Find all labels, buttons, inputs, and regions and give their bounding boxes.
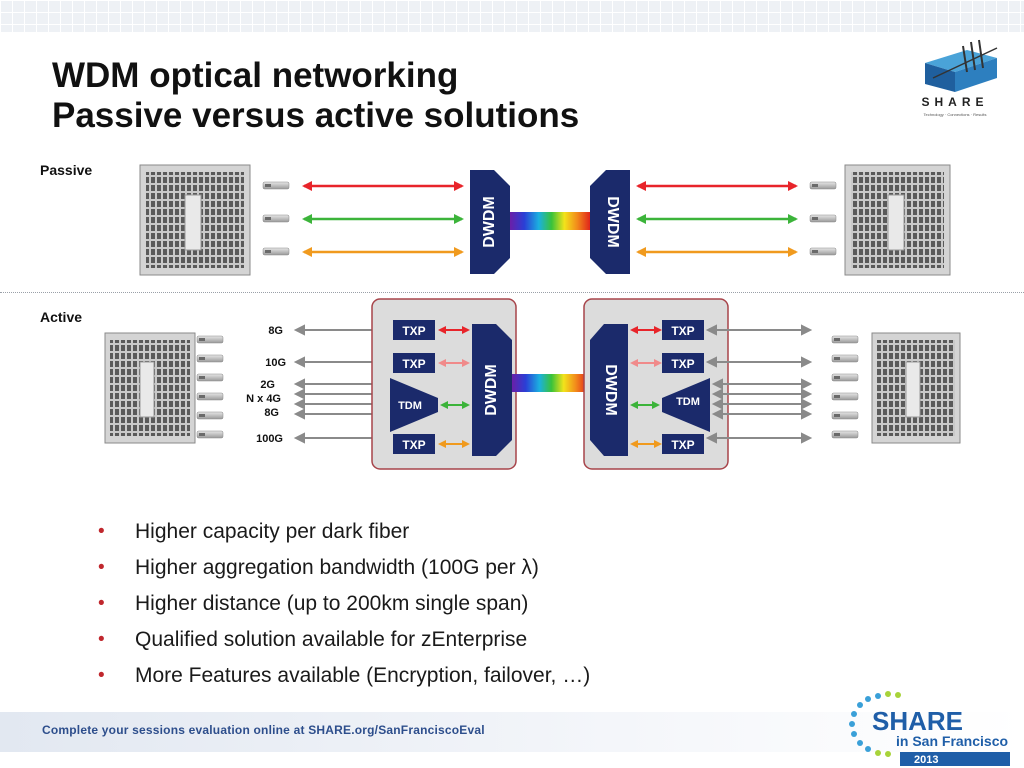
passive-label: Passive (40, 162, 93, 178)
rate-label-10g: 10G (265, 357, 286, 369)
rate-label-8g-b: 8G (264, 407, 279, 419)
bullet-icon: • (98, 629, 105, 650)
bullet-icon: • (98, 593, 105, 614)
passive-right-sfp-3 (809, 247, 837, 256)
active-right-sfp-6 (831, 430, 859, 439)
slide-title: WDM optical networking Passive versus ac… (52, 56, 579, 136)
passive-left-links (302, 181, 464, 257)
passive-right-links (636, 181, 798, 257)
passive-dwdm-left: DWDM (470, 170, 510, 274)
share-logo-top: SHARE Technology · Connections · Results (921, 39, 998, 117)
active-right-client-links (705, 324, 813, 444)
active-right-sfp-4 (831, 392, 859, 401)
left-txp-1-label: TXP (402, 324, 425, 338)
passive-left-sfp-2 (262, 214, 290, 223)
bullet-icon: • (98, 557, 105, 578)
share-sf-logo: SHARE in San Francisco 2013 (849, 691, 1010, 766)
left-txp-3-label: TXP (402, 438, 425, 452)
active-right-transponder-panel: DWDM TXP TXP TDM TXP (583, 298, 729, 470)
dots-ring-icon (849, 691, 901, 757)
section-divider (0, 292, 1024, 293)
active-right-sfp-5 (831, 411, 859, 420)
rate-label-8g: 8G (268, 325, 283, 337)
passive-left-switch (139, 164, 251, 276)
active-left-sfp-4 (196, 392, 224, 401)
rate-label-2g: 2G (260, 379, 275, 391)
share-sf-logo-year: 2013 (914, 754, 938, 766)
share-logo-tagline: Technology · Connections · Results (924, 112, 987, 117)
active-right-sfp-3 (831, 373, 859, 382)
passive-dwdm-left-label: DWDM (481, 196, 498, 248)
rate-label-100g: 100G (256, 433, 283, 445)
right-txp-3-label: TXP (671, 438, 694, 452)
active-label: Active (40, 309, 83, 325)
list-item: •Higher aggregation bandwidth (100G per … (98, 550, 590, 586)
title-line-2: Passive versus active solutions (52, 96, 580, 135)
passive-left-sfp-1 (262, 181, 290, 190)
active-fiber (512, 374, 588, 392)
active-right-switch (871, 332, 961, 444)
active-dwdm-left-label: DWDM (483, 364, 500, 416)
active-left-sfp-3 (196, 373, 224, 382)
active-left-sfp-6 (196, 430, 224, 439)
rate-labels: 8G 10G 2G N x 4G 8G 100G (246, 325, 286, 445)
right-txp-1-label: TXP (671, 324, 694, 338)
active-dwdm-right-label: DWDM (602, 364, 619, 416)
active-left-sfp-1 (196, 335, 224, 344)
passive-right-switch (844, 164, 951, 276)
list-item: •More Features available (Encryption, fa… (98, 658, 590, 694)
list-item: •Qualified solution available for zEnter… (98, 622, 590, 658)
active-left-sfp-2 (196, 354, 224, 363)
year-band (900, 752, 1010, 766)
active-right-sfp-1 (831, 335, 859, 344)
passive-dwdm-right: DWDM (590, 170, 630, 274)
left-txp-2-label: TXP (402, 357, 425, 371)
rate-label-nx4g: N x 4G (246, 393, 281, 405)
bullet-icon: • (98, 665, 105, 686)
active-left-transponder-panel: TXP TXP TDM TXP DWDM (371, 298, 517, 470)
header-pattern (0, 0, 1024, 32)
share-cube-icon (925, 39, 998, 92)
passive-right-sfp-2 (809, 214, 837, 223)
active-right-sfp-2 (831, 354, 859, 363)
list-item: •Higher distance (up to 200km single spa… (98, 586, 590, 622)
active-left-sfp-5 (196, 411, 224, 420)
share-logo-text: SHARE (921, 95, 988, 109)
wdm-diagram: DWDM DWDM 8G 10G 2G N x 4G 8G (104, 164, 961, 470)
share-sf-logo-subtitle: in San Francisco (896, 733, 1008, 749)
footer-text: Complete your sessions evaluation online… (42, 723, 485, 737)
left-tdm-label: TDM (398, 400, 422, 412)
passive-fiber (510, 212, 590, 230)
right-tdm-label: TDM (676, 396, 700, 408)
feature-list: •Higher capacity per dark fiber •Higher … (98, 514, 590, 694)
right-txp-2-label: TXP (671, 357, 694, 371)
passive-right-sfp-1 (809, 181, 837, 190)
active-left-switch (104, 332, 196, 444)
passive-dwdm-right-label: DWDM (604, 196, 621, 248)
bullet-icon: • (98, 521, 105, 542)
list-item: •Higher capacity per dark fiber (98, 514, 590, 550)
share-sf-logo-text: SHARE (872, 706, 963, 736)
title-line-1: WDM optical networking (52, 56, 459, 95)
passive-left-sfp-3 (262, 247, 290, 256)
